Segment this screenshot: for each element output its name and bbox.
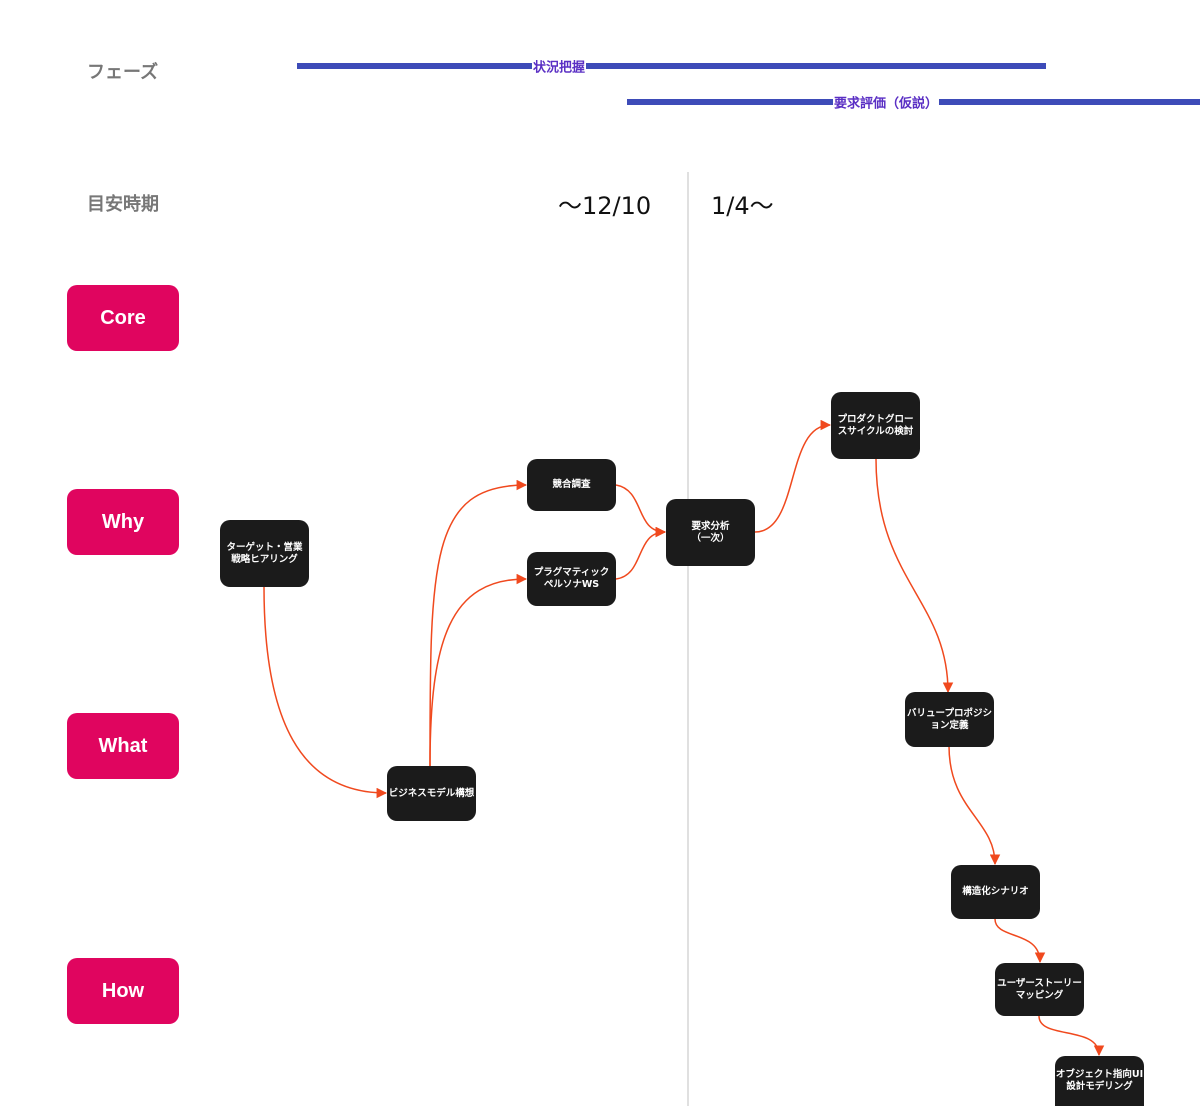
edge-scenario-to-story: [994, 918, 1046, 964]
period-before: 〜12/10: [558, 192, 652, 220]
edge-persona-to-requirement: [615, 526, 667, 580]
edge-story-to-object-ui: [1038, 1015, 1105, 1057]
phase-row-label: フェーズ: [87, 62, 159, 83]
category-core[interactable]: Core: [67, 285, 179, 351]
category-why[interactable]: Why: [67, 489, 179, 555]
phase-label-requirement: 要求評価（仮説）: [832, 92, 940, 112]
category-how[interactable]: How: [67, 958, 179, 1024]
phase-bar-situation: [297, 63, 1046, 69]
edge-requirement-to-growth: [754, 419, 832, 533]
edge-value-to-scenario: [948, 745, 1001, 866]
node-competitor[interactable]: 競合調査: [527, 459, 616, 511]
edge-business-model-to-competitor: [429, 479, 528, 767]
edge-growth-to-value: [875, 458, 954, 694]
edge-business-model-to-persona: [429, 573, 528, 767]
node-requirement[interactable]: 要求分析 （一次）: [666, 499, 755, 566]
period-after: 1/4〜: [711, 192, 774, 220]
node-story-mapping[interactable]: ユーザーストーリー マッピング: [995, 963, 1084, 1016]
period-row-label: 目安時期: [87, 194, 159, 215]
period-divider: [687, 172, 689, 1106]
node-persona-ws[interactable]: プラグマティック ペルソナWS: [527, 552, 616, 606]
node-business-model[interactable]: ビジネスモデル構想: [387, 766, 476, 821]
node-target-hearing[interactable]: ターゲット・営業 戦略ヒアリング: [220, 520, 309, 587]
node-value-prop[interactable]: バリュープロポジシ ョン定義: [905, 692, 994, 747]
category-what[interactable]: What: [67, 713, 179, 779]
node-scenario[interactable]: 構造化シナリオ: [951, 865, 1040, 919]
phase-label-situation: 状況把握: [531, 56, 587, 76]
node-object-ui[interactable]: オブジェクト指向UI 設計モデリング: [1055, 1056, 1144, 1106]
node-growth-cycle[interactable]: プロダクトグロー スサイクルの検討: [831, 392, 920, 459]
edge-hearing-to-business-model: [263, 586, 388, 799]
edge-competitor-to-requirement: [615, 484, 667, 538]
